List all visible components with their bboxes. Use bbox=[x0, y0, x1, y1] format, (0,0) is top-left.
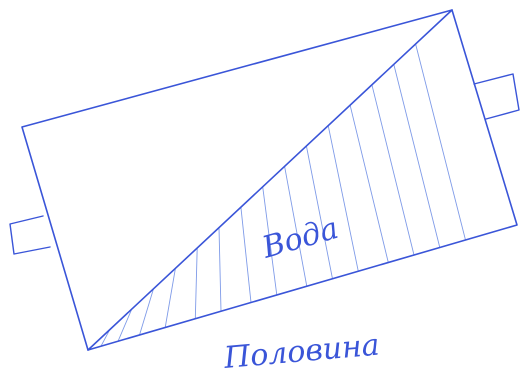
water-hatching bbox=[100, 43, 466, 347]
hatch-line bbox=[327, 125, 359, 272]
hatch-line bbox=[349, 104, 389, 263]
water-label: Вода bbox=[258, 211, 343, 266]
water-surface-diagonal bbox=[87, 9, 453, 351]
hatch-line bbox=[117, 308, 133, 342]
left-axle-stub bbox=[9, 215, 51, 255]
container-body bbox=[21, 9, 518, 351]
hatch-line bbox=[164, 267, 176, 328]
hatch-line bbox=[371, 84, 415, 256]
hatch-line bbox=[218, 227, 222, 312]
hatch-line bbox=[100, 329, 111, 347]
hatch-line bbox=[139, 288, 154, 336]
half-label: Половина bbox=[222, 328, 381, 377]
hatch-line bbox=[240, 206, 252, 303]
hatch-line bbox=[305, 145, 333, 280]
hatch-line bbox=[194, 247, 198, 320]
hatch-line bbox=[415, 43, 466, 241]
hatch-line bbox=[393, 63, 441, 248]
hatch-line bbox=[284, 165, 308, 287]
right-axle-stub bbox=[473, 73, 520, 120]
hatch-line bbox=[262, 186, 278, 296]
